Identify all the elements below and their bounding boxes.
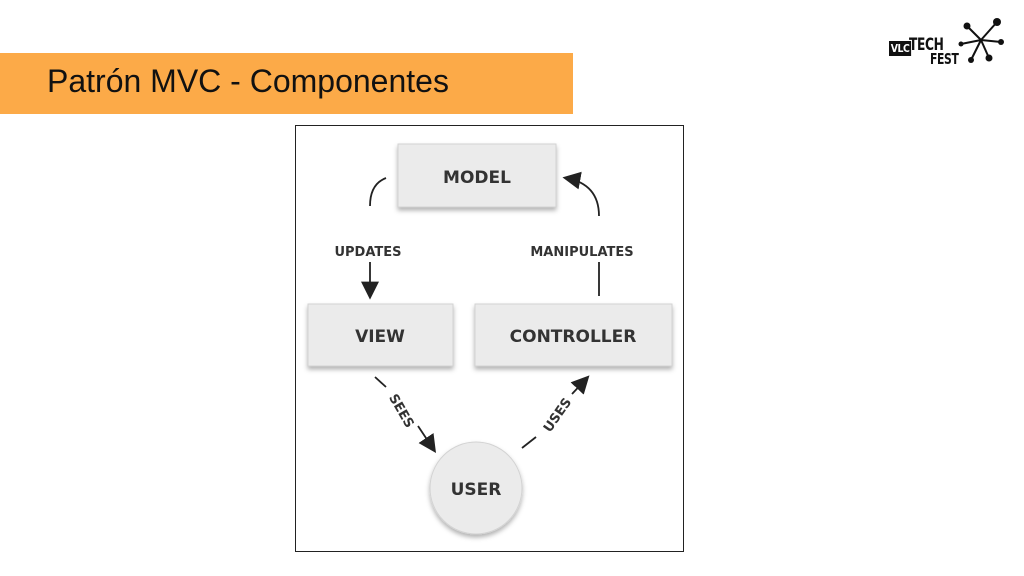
mvc-diagram: MODEL VIEW CONTROLLER USER UPDATES MANIP… xyxy=(295,125,684,552)
controller-node: CONTROLLER xyxy=(474,303,673,367)
vlc-tech-fest-logo: VLC TECH FEST xyxy=(885,14,1005,72)
manipulates-arrow-top xyxy=(562,171,600,217)
network-star-icon xyxy=(958,18,1004,63)
model-node: MODEL xyxy=(397,143,557,208)
uses-arrow xyxy=(570,375,590,395)
model-label: MODEL xyxy=(443,168,511,188)
title-bar: Patrón MVC - Componentes xyxy=(0,53,573,114)
slide-title: Patrón MVC - Componentes xyxy=(47,63,449,99)
logo-vlc-text: VLC xyxy=(889,41,912,56)
user-label: USER xyxy=(451,480,502,500)
updates-arrow-top xyxy=(369,177,387,207)
user-node: USER xyxy=(429,441,523,535)
sees-arrow xyxy=(417,425,436,453)
logo-fest-text: FEST xyxy=(930,50,959,68)
view-node: VIEW xyxy=(307,303,454,367)
logo-tech-text: TECH xyxy=(909,35,944,55)
controller-label: CONTROLLER xyxy=(510,327,637,347)
updates-label: UPDATES xyxy=(334,245,401,260)
sees-label: SEES xyxy=(385,392,416,431)
manipulates-label: MANIPULATES xyxy=(530,245,633,260)
sees-line-start xyxy=(374,376,387,388)
uses-label: USES xyxy=(541,395,575,435)
view-label: VIEW xyxy=(355,327,405,347)
uses-line-start xyxy=(521,436,537,449)
